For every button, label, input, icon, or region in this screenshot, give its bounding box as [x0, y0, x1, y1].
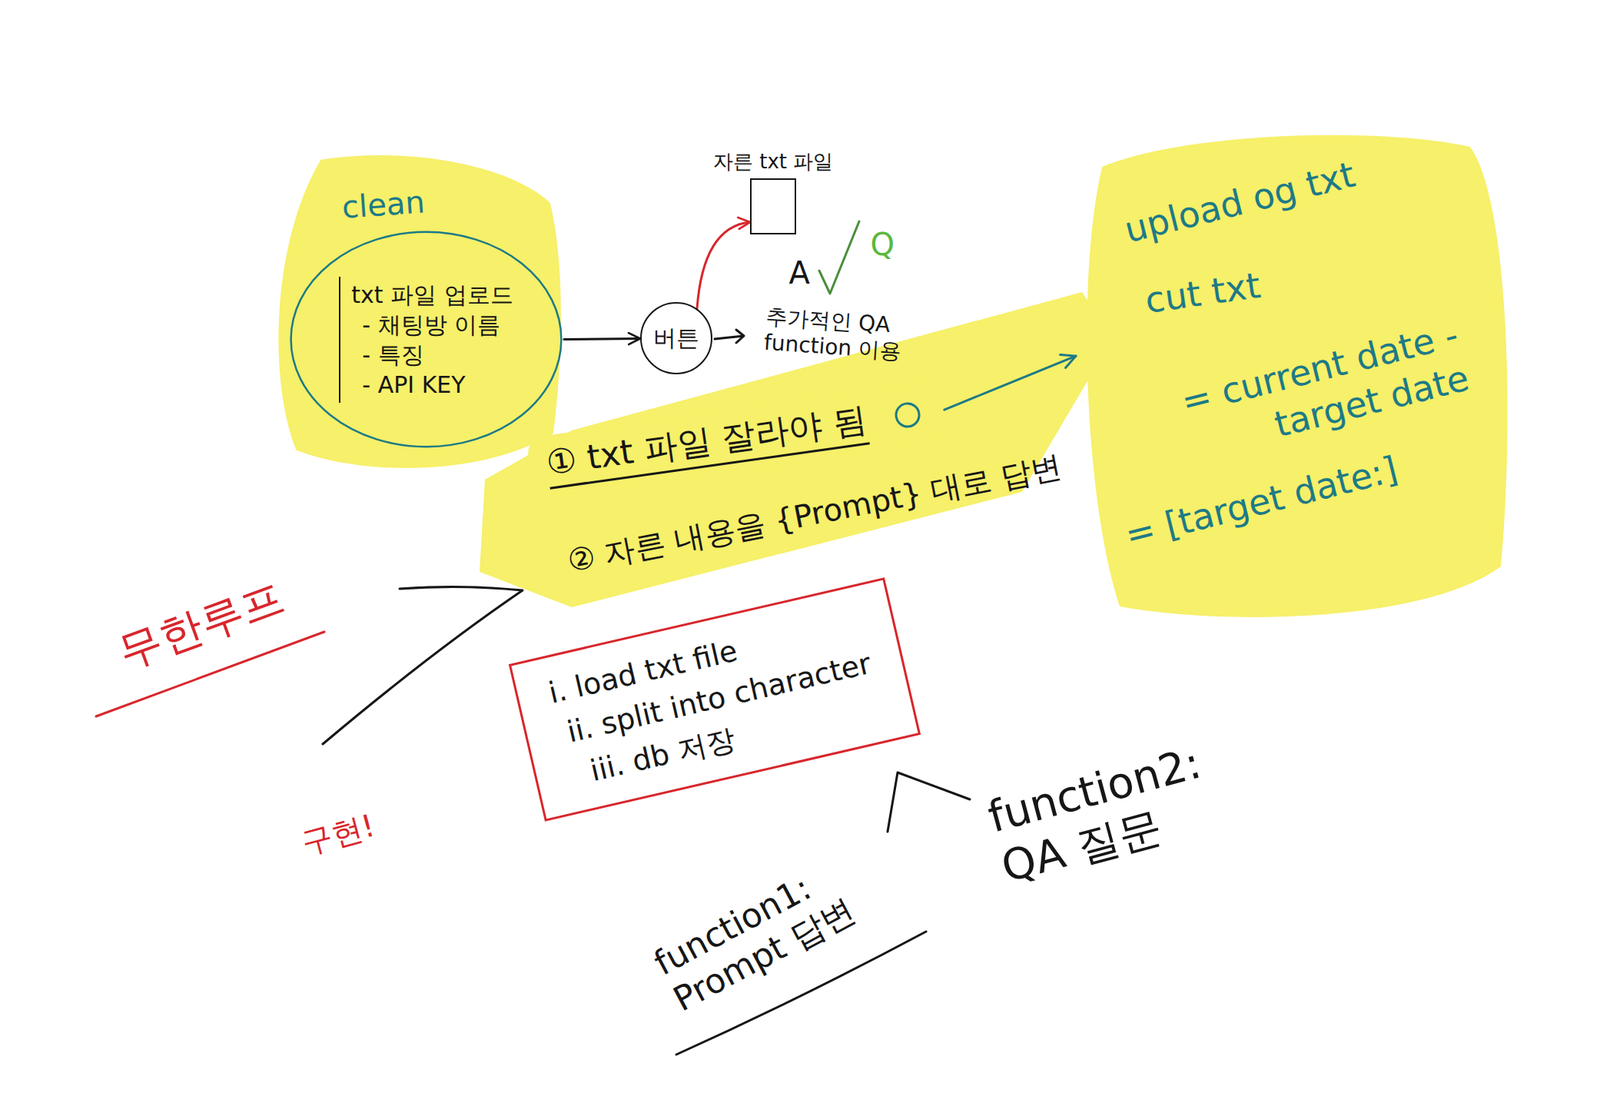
caret-stroke [887, 772, 970, 832]
highlight-blob-shape [1086, 135, 1508, 618]
button-circle: 버튼 [640, 302, 713, 375]
file-heading: 자른 txt 파일 [713, 149, 834, 175]
label-anchor: ② 자른 내용을 {Prompt} 대로 답변 [563, 494, 1066, 532]
function-note: function2: QA 질문 [982, 721, 1278, 893]
margin-note: 구현! [297, 806, 379, 861]
connector [944, 355, 1076, 410]
label-anchor: function2: QA 질문 [991, 755, 1269, 859]
connector [564, 338, 641, 340]
connector [697, 222, 751, 309]
list-item: - 채팅방 이름 [361, 309, 513, 340]
list-item: - 특징 [361, 339, 513, 370]
small-circle [889, 397, 925, 432]
list-item: - API KEY [361, 369, 513, 400]
label-anchor: function1: Prompt 답변 [653, 889, 884, 971]
label-anchor: 무한루프 [115, 598, 288, 651]
ellipse-outline-outline [291, 232, 562, 447]
axis-letter: Q [870, 225, 895, 263]
side-note: 추가적인 QA function 이용 [763, 302, 928, 366]
input-ellipse: txt 파일 업로드- 채팅방 이름- 특징- API KEY [288, 229, 565, 449]
check-mark [819, 221, 860, 294]
axis-letter: A [789, 254, 810, 292]
ellipse-outline [288, 229, 565, 449]
small-circle-outline [894, 401, 921, 429]
function-note: function1: Prompt 답변 [647, 839, 890, 1020]
list-bracket: txt 파일 업로드- 채팅방 이름- 특징- API KEY [338, 276, 513, 403]
highlight-region: clean txt 파일 업로드- 채팅방 이름- 특징- API KEY [265, 149, 575, 480]
label-anchor: A [789, 254, 810, 292]
label-anchor: 추가적인 QA function 이용 [764, 308, 927, 361]
step-label: ① txt 파일 잘라야 됨 [543, 397, 870, 490]
file-box: 자른 txt 파일 [750, 178, 797, 235]
button-out-arrow [714, 329, 744, 343]
highlight-note: upload og txtcut txt= current date - tar… [1075, 126, 1514, 627]
implementation-box: i. load txt fileii. split into character… [508, 577, 922, 822]
highlight-blob-shape [278, 155, 561, 469]
list-item: txt 파일 업로드 [351, 279, 513, 310]
label-anchor: Q [870, 225, 895, 263]
label-anchor: 구현! [301, 815, 376, 853]
region-title: clean [340, 182, 426, 226]
struck-note: 무한루프 [111, 570, 291, 678]
button-label: 버튼 [653, 323, 700, 353]
pointer-stroke [322, 586, 523, 744]
highlight-stroke [479, 292, 1113, 608]
